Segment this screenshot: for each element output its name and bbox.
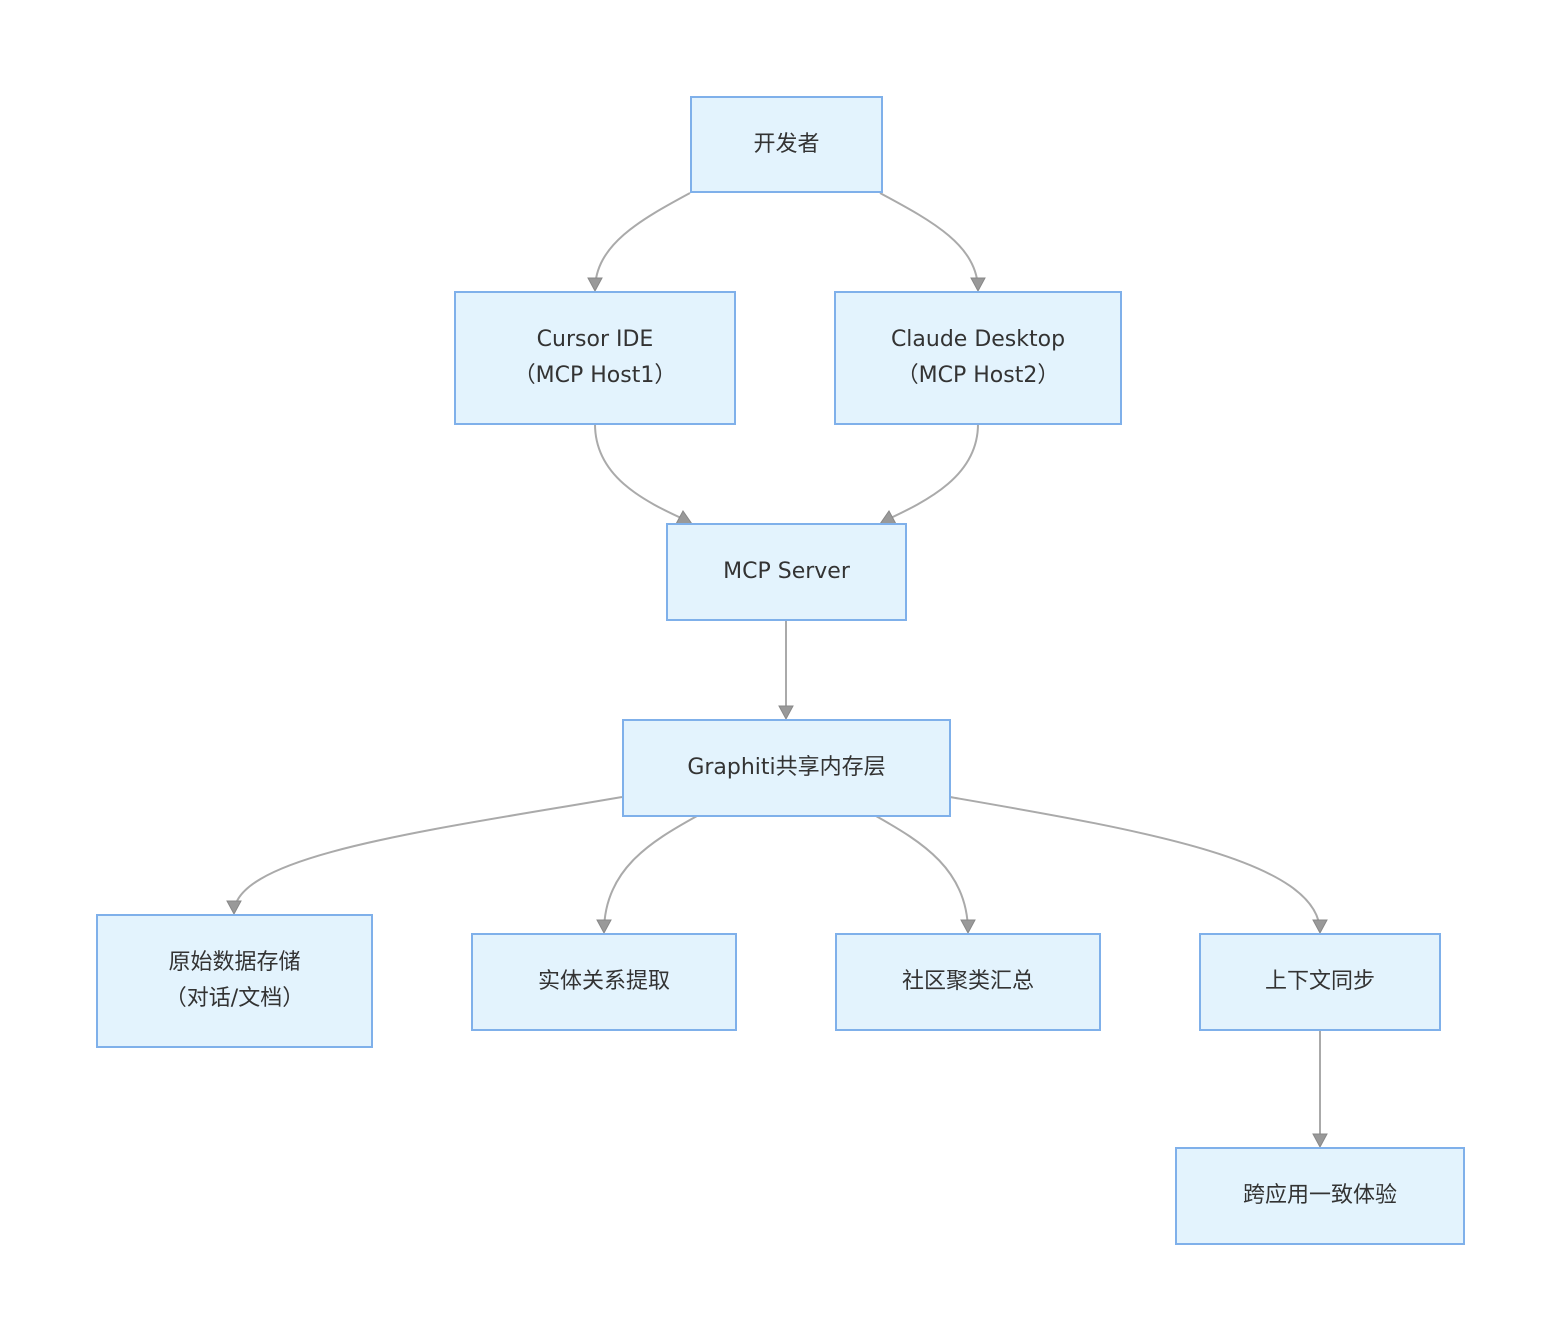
node-graphiti-label: Graphiti共享内存层: [687, 755, 886, 780]
arrowhead-entity-extraction: [596, 919, 612, 935]
arrowhead-graphiti: [778, 705, 794, 721]
arrowheads: [226, 277, 1328, 1149]
arrowhead-community-summary: [960, 919, 976, 935]
node-entity-extraction: 实体关系提取: [471, 933, 737, 1031]
edge-graphiti-to-community-summary: [875, 815, 969, 933]
node-cross-app-label: 跨应用一致体验: [1242, 1183, 1397, 1208]
node-community-summary-label: 社区聚类汇总: [901, 969, 1034, 994]
node-raw-storage-text: 原始数据存储 （对话/文档）: [165, 945, 304, 1017]
arrowhead-raw-storage: [226, 900, 242, 916]
node-raw-storage-label: 原始数据存储: [168, 950, 301, 975]
node-mcp-server: MCP Server: [666, 523, 907, 621]
node-cursor-ide-sublabel: （MCP Host1）: [513, 363, 677, 388]
node-entity-extraction-label: 实体关系提取: [537, 969, 670, 994]
edge-developer-to-cursor: [594, 192, 691, 291]
node-community-summary: 社区聚类汇总: [835, 933, 1101, 1031]
edge-developer-to-claude: [879, 192, 979, 291]
edge-graphiti-to-raw-storage: [233, 796, 623, 914]
node-context-sync-label: 上下文同步: [1264, 969, 1375, 994]
node-cursor-ide: Cursor IDE （MCP Host1）: [454, 291, 736, 425]
node-graphiti: Graphiti共享内存层: [622, 719, 951, 817]
edge-claude-to-mcp-server: [881, 423, 979, 523]
node-raw-storage: 原始数据存储 （对话/文档）: [96, 914, 373, 1048]
node-claude-desktop: Claude Desktop （MCP Host2）: [834, 291, 1122, 425]
arrowhead-claude: [970, 277, 986, 293]
edge-cursor-to-mcp-server: [594, 423, 691, 523]
arrowhead-context-sync: [1312, 919, 1328, 935]
node-context-sync: 上下文同步: [1199, 933, 1441, 1031]
node-raw-storage-sublabel: （对话/文档）: [164, 986, 305, 1011]
node-cursor-ide-label: Cursor IDE: [536, 327, 654, 352]
edge-graphiti-to-context-sync: [949, 796, 1321, 933]
arrowhead-cross-app: [1312, 1133, 1328, 1149]
node-claude-desktop-text: Claude Desktop （MCP Host2）: [891, 322, 1065, 394]
arrowhead-cursor: [587, 277, 603, 293]
node-cursor-ide-text: Cursor IDE （MCP Host1）: [514, 322, 677, 394]
node-claude-desktop-sublabel: （MCP Host2）: [896, 363, 1060, 388]
node-developer: 开发者: [690, 96, 883, 193]
node-developer-label: 开发者: [753, 131, 820, 157]
node-claude-desktop-label: Claude Desktop: [890, 327, 1066, 352]
node-cross-app: 跨应用一致体验: [1175, 1147, 1465, 1245]
node-mcp-server-label: MCP Server: [723, 559, 850, 584]
edge-graphiti-to-entity-extraction: [603, 815, 698, 933]
